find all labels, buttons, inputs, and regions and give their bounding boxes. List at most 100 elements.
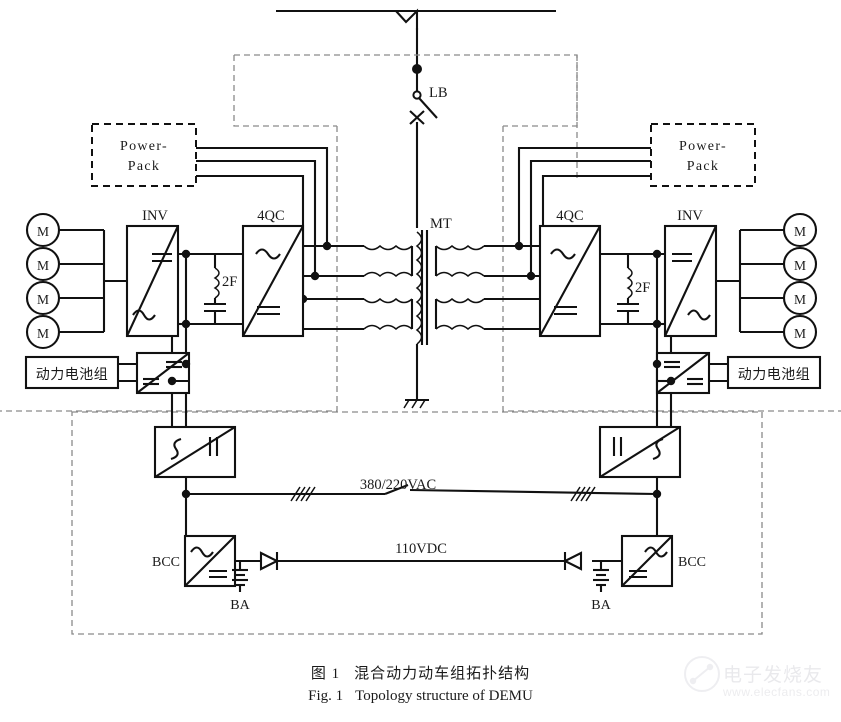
dcdc-right-node-2 bbox=[666, 376, 676, 386]
motor-right-4-label: M bbox=[794, 326, 806, 341]
diode-right-icon bbox=[562, 551, 583, 571]
inv-right-ac-symbol bbox=[687, 309, 711, 321]
inv-left-label: INV bbox=[142, 208, 168, 224]
motor-left-3: M bbox=[25, 280, 104, 316]
mt-label: MT bbox=[430, 216, 452, 232]
powerpack-right-box bbox=[650, 123, 756, 187]
motor-left-4-label: M bbox=[37, 326, 49, 341]
lb-pivot-icon bbox=[412, 90, 422, 100]
filter-right-label: 2F bbox=[635, 280, 650, 296]
powerpack-left-line1: Power- bbox=[120, 139, 168, 154]
filter-right-inductor-icon bbox=[626, 267, 633, 299]
qc-right-diagonal bbox=[539, 225, 601, 337]
ac-bus-right-segment bbox=[409, 488, 658, 496]
battery-right-label: 动力电池组 bbox=[738, 367, 811, 383]
caption-en-text: Topology structure of DEMU bbox=[355, 688, 533, 704]
dcdc-right-diagonal bbox=[656, 352, 710, 394]
dcdc-left-sym-top bbox=[166, 360, 182, 369]
watermark: 电子发烧友 www.elecfans.com bbox=[683, 652, 833, 716]
qc-right-ac-symbol bbox=[550, 248, 576, 260]
motor-left-1-label: M bbox=[37, 224, 49, 239]
aux-right-dc-symbol bbox=[612, 437, 623, 456]
ac-bus-hatch-left-icon bbox=[290, 486, 316, 502]
inv-left-diagonal bbox=[126, 225, 179, 337]
dcdc-right-sym-top bbox=[664, 360, 680, 369]
ac-bus-switch-icon[interactable] bbox=[384, 484, 409, 495]
dcdc-left-node-2 bbox=[167, 376, 177, 386]
bcc-left-dc-symbol bbox=[209, 569, 227, 579]
bcc-left-ac-symbol bbox=[190, 546, 214, 558]
dashed-enclosure-right-unit bbox=[502, 126, 841, 412]
motor-left-3-label: M bbox=[37, 292, 49, 307]
bcc-right-dc-symbol bbox=[629, 569, 647, 579]
transformer-ground-icon bbox=[403, 398, 429, 409]
powerpack-left-box bbox=[91, 123, 197, 187]
dcdc-right-sym-bottom bbox=[687, 377, 703, 386]
dclink-right-group: 2F bbox=[600, 249, 673, 430]
motor-right-2-label: M bbox=[794, 258, 806, 273]
lb-label: LB bbox=[429, 85, 448, 101]
motor-right-3-label: M bbox=[794, 292, 806, 307]
battery-left-box bbox=[24, 355, 120, 390]
aux-left-diagonal bbox=[154, 426, 236, 478]
powerpack-left-group: Power- Pack bbox=[91, 123, 332, 304]
qc-left-ac-symbol bbox=[255, 248, 281, 260]
dcdc-left-sym-bottom bbox=[143, 377, 159, 386]
bcc-right-group: BCC BA bbox=[562, 534, 706, 613]
qc-left-group: 4QC bbox=[241, 208, 333, 338]
powerpack-right-line2: Pack bbox=[687, 159, 719, 174]
aux-right-ac-symbol bbox=[652, 437, 664, 461]
junction-dot-top bbox=[412, 64, 422, 74]
dclink-left-group: 2F bbox=[170, 249, 243, 430]
battery-left-label: 动力电池组 bbox=[36, 367, 109, 383]
watermark-logo-icon bbox=[684, 656, 720, 692]
inv-left-group: INV bbox=[125, 208, 180, 338]
powerpack-right-group: Power- Pack bbox=[514, 123, 756, 304]
bcc-right-ac-symbol bbox=[644, 546, 668, 558]
bcc-left-group: BCC BA bbox=[152, 534, 280, 613]
motor-left-2-label: M bbox=[37, 258, 49, 273]
qc-right-label: 4QC bbox=[556, 208, 583, 224]
battery-left-group: 动力电池组 bbox=[24, 351, 191, 395]
dashed-enclosure-auxiliary bbox=[71, 411, 763, 635]
lb-blade-icon bbox=[418, 97, 438, 119]
motor-right-4: M bbox=[740, 314, 818, 350]
motors-right-group: M M M M bbox=[716, 212, 818, 350]
surge-arrester-icon bbox=[409, 110, 425, 125]
battery-right-box bbox=[726, 355, 822, 390]
motor-left-2: M bbox=[25, 246, 104, 282]
dcdc-left-diagonal bbox=[136, 352, 190, 394]
pantograph-icon bbox=[395, 8, 419, 30]
aux-left-group bbox=[153, 425, 237, 540]
aux-right-group bbox=[598, 425, 682, 540]
filter-left-inductor-icon bbox=[213, 267, 220, 299]
caption-cn-text: 混合动力动车组拓扑结构 bbox=[354, 666, 531, 682]
ac-bus-group: 380/220VAC bbox=[186, 477, 658, 502]
motor-right-1: M bbox=[740, 212, 818, 248]
inv-right-label: INV bbox=[677, 208, 703, 224]
catenary-group: LB bbox=[276, 8, 556, 228]
motor-right-1-label: M bbox=[794, 224, 806, 239]
diode-left-icon bbox=[259, 551, 280, 571]
qc-left-dc-symbol bbox=[257, 305, 280, 316]
aux-left-dc-symbol bbox=[208, 437, 219, 456]
inv-right-group: INV bbox=[663, 208, 718, 338]
dashed-enclosure-right-unit-top bbox=[503, 55, 578, 127]
motors-left-group: M M M M bbox=[25, 212, 127, 350]
motor-right-2: M bbox=[740, 246, 818, 282]
dashed-enclosure-left-unit-top bbox=[233, 55, 337, 127]
ba-right-group: BA bbox=[591, 561, 612, 613]
bcc-left-diagonal bbox=[184, 535, 236, 587]
motor-left-1: M bbox=[25, 212, 104, 248]
motor-right-3: M bbox=[740, 280, 818, 316]
main-transformer-mt: MT bbox=[333, 216, 511, 409]
aux-left-ac-symbol bbox=[170, 437, 182, 461]
inv-left-dc-symbol bbox=[152, 252, 172, 263]
motor-left-4: M bbox=[25, 314, 104, 350]
inv-right-diagonal bbox=[664, 225, 717, 337]
ac-bus-hatch-right-icon bbox=[570, 486, 596, 502]
